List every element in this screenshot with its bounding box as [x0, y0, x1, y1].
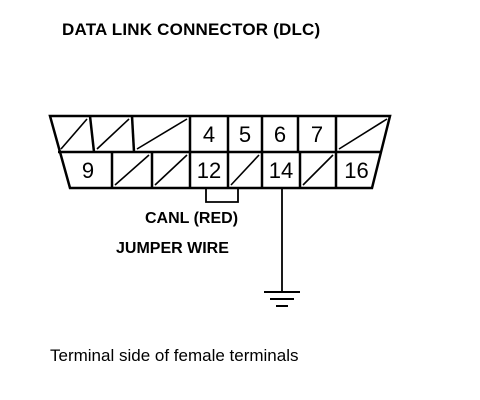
diagram-caption: Terminal side of female terminals: [50, 346, 299, 365]
terminal-6-label: 6: [274, 122, 286, 147]
top-row-separator: [88, 115, 96, 153]
diagram-title: DATA LINK CONNECTOR (DLC): [62, 20, 321, 39]
terminal-4-label: 4: [203, 122, 215, 147]
bottom-row-unused-terminal-slash: [114, 154, 150, 186]
bottom-row-unused-terminal-slash: [302, 154, 334, 186]
jumper-label-line2: JUMPER WIRE: [116, 240, 229, 257]
ground-icon: [264, 291, 300, 307]
terminal-12-label: 12: [197, 158, 221, 183]
jumper-label: CANL (RED) JUMPER WIRE: [116, 204, 238, 264]
top-row-unused-terminal-slash: [96, 118, 130, 150]
top-row-separator: [130, 115, 136, 153]
bottom-row-unused-terminal-slash: [230, 154, 260, 186]
terminal-7-label: 7: [311, 122, 323, 147]
terminal-16-label: 16: [344, 158, 368, 183]
top-row-unused-terminal-slash: [338, 118, 388, 150]
terminal-5-label: 5: [239, 122, 251, 147]
bottom-row-unused-terminal-slash: [154, 154, 188, 186]
terminal-9-label: 9: [82, 158, 94, 183]
jumper-wire: [205, 188, 239, 203]
terminal-14-label: 14: [269, 158, 293, 183]
connector-outline: [48, 114, 392, 190]
top-row-unused-terminal-slash: [60, 118, 88, 150]
top-row-unused-terminal-slash: [136, 118, 188, 150]
jumper-label-line1: CANL (RED): [145, 210, 239, 227]
jumper-wiring: [205, 188, 283, 292]
